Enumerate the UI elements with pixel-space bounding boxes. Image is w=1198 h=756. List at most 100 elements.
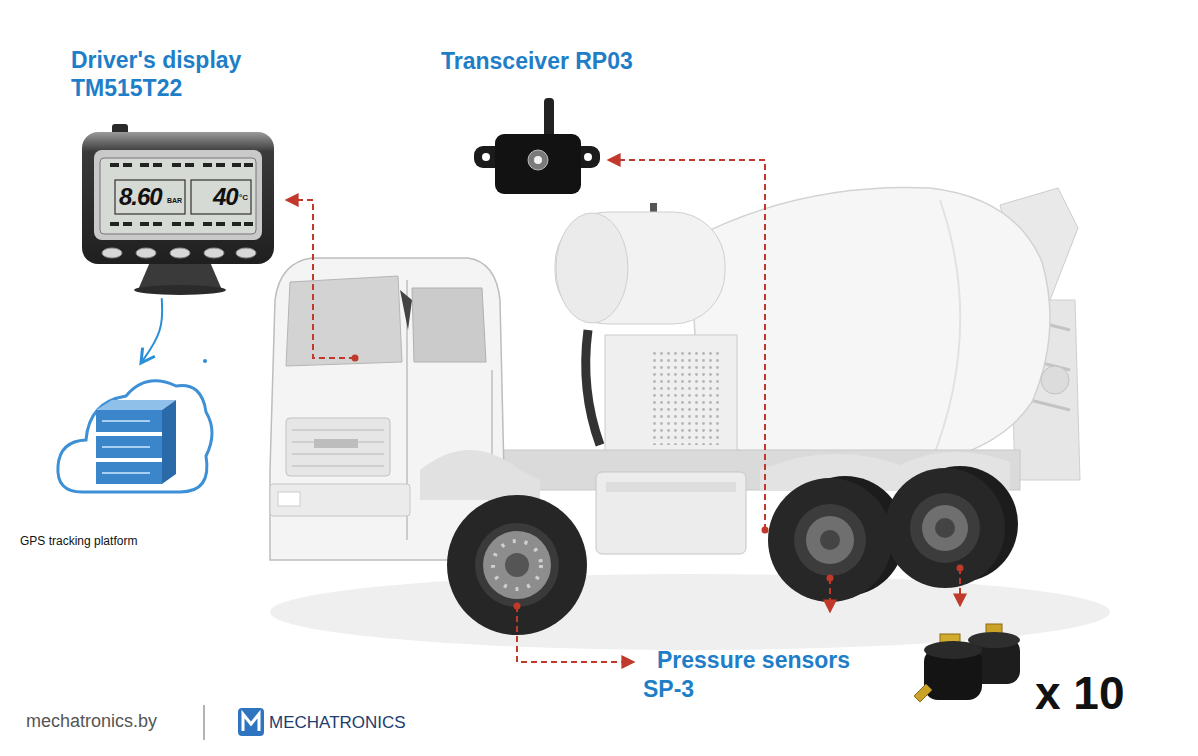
display-device (172, 163, 181, 167)
display-device (170, 248, 190, 258)
sensor-caps (914, 624, 1020, 702)
component-heading: Driver's displayTM515T22 (65, 46, 280, 296)
truck-cab (270, 484, 410, 516)
leader-lines (286, 200, 355, 358)
display-device (216, 163, 225, 167)
front-wheel (483, 531, 551, 599)
sensor-caps (914, 684, 932, 702)
footer-divider (203, 705, 205, 740)
display-device (185, 222, 194, 226)
footer-divider (204, 705, 205, 740)
display-device (203, 222, 212, 226)
component-heading: Transceiver RP03 (436, 46, 676, 82)
display-device (216, 222, 225, 226)
leader-dots (514, 603, 521, 610)
display-device (232, 222, 241, 226)
water-tank (555, 212, 725, 324)
leader-lines (959, 568, 961, 606)
ground-shadow (270, 574, 1110, 650)
model-number: SP-3 (643, 675, 694, 703)
mixer-drum (930, 200, 960, 465)
leader-lines (286, 160, 960, 662)
brand-name: MECHATRONICS (269, 714, 406, 731)
chassis (596, 472, 746, 554)
display-device (203, 163, 212, 167)
front-wheel (447, 495, 587, 635)
display-device (110, 222, 119, 226)
truck-cab (286, 418, 390, 476)
cloud-platform (58, 381, 212, 492)
transceiver-device (482, 153, 490, 161)
display-device (110, 163, 253, 226)
display-device (236, 248, 256, 258)
brand-logo (238, 708, 264, 736)
leader-dots (957, 565, 964, 572)
transceiver-device (534, 156, 542, 164)
truck-cab (407, 280, 492, 540)
ground-shadow (270, 574, 1110, 650)
rear-wheel (935, 518, 955, 538)
rear-wheel (794, 504, 866, 576)
front-wheel (447, 495, 587, 635)
website-label: mechatronics.by (26, 712, 157, 730)
component-heading: Pressure sensorsSP-3 (627, 645, 897, 709)
display-device (94, 150, 262, 240)
rear-wheel (885, 468, 1005, 588)
lcd-unit: BAR (167, 197, 182, 204)
display-device (110, 163, 119, 167)
leader-lines (829, 578, 831, 612)
display-device (136, 248, 156, 258)
rear-wheel (885, 466, 1018, 588)
transceiver-device (584, 153, 592, 161)
display-device (134, 285, 226, 295)
water-tank (556, 213, 628, 323)
truck-cab (314, 439, 358, 448)
mixer-drum (690, 187, 1080, 480)
truck-cab (292, 430, 384, 466)
display-device (244, 163, 253, 167)
model-number: TM515T22 (71, 74, 182, 102)
display-device (123, 222, 132, 226)
truck-cab (400, 290, 412, 330)
mixer-drum (690, 187, 1050, 470)
sensor-caps (924, 641, 982, 659)
mixer-drum (1041, 366, 1069, 394)
rear-wheel (806, 516, 854, 564)
display-device (172, 222, 181, 226)
engine-box (586, 330, 600, 445)
transceiver-device (474, 98, 600, 194)
node-label: GPS tracking platform (20, 533, 137, 549)
chassis (606, 482, 736, 492)
display-device (102, 248, 256, 258)
leader-dots (352, 355, 964, 610)
pen-dot (203, 359, 207, 363)
front-wheel (475, 523, 559, 607)
display-device (82, 132, 274, 264)
display-device (100, 158, 256, 234)
brand-logo (243, 714, 259, 731)
quantity-label: x 10 (1035, 670, 1125, 716)
engine-box (605, 335, 737, 460)
display-device (123, 163, 132, 167)
display-device (153, 222, 162, 226)
display-device (140, 222, 149, 226)
heading: Transceiver RP03 (441, 46, 633, 76)
front-wheel (493, 541, 541, 589)
leader-dots (827, 575, 834, 582)
brand-logo (238, 708, 264, 736)
display-device (232, 163, 241, 167)
display-device (115, 180, 185, 214)
cloud-platform (96, 400, 176, 410)
water-tank (555, 203, 725, 324)
cloud-platform (58, 381, 212, 492)
display-device (140, 163, 149, 167)
display-device (191, 180, 251, 214)
cloud-node: GPS tracking platform (15, 365, 225, 553)
rear-wheel (910, 493, 980, 563)
transceiver-device (495, 134, 581, 194)
rear-wheel (922, 505, 968, 551)
rear-wheel (768, 476, 905, 602)
truck-cab (420, 450, 540, 500)
